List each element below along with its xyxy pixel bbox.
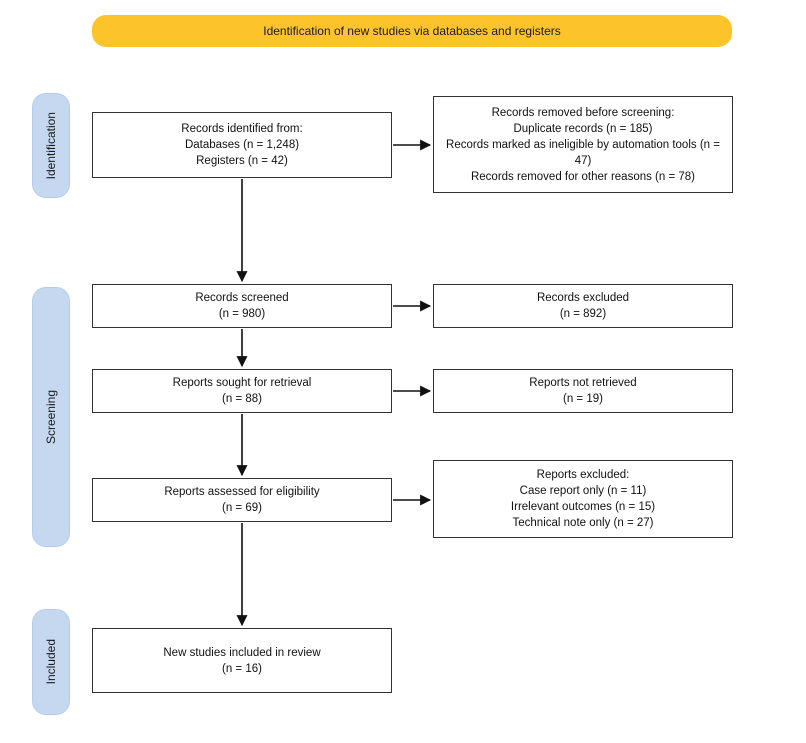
- box-records-excluded: Records excluded (n = 892): [433, 284, 733, 328]
- box-line: (n = 892): [559, 308, 607, 320]
- box-line: Reports not retrieved: [529, 377, 637, 389]
- box-line: Reports sought for retrieval: [172, 377, 312, 389]
- box-records-screened: Records screened (n = 980): [92, 284, 392, 328]
- box-line: Duplicate records (n = 185): [513, 122, 653, 135]
- box-line: Records removed before screening:: [491, 106, 675, 119]
- stage-ribbon-identification: Identification: [32, 93, 70, 198]
- box-line: Records removed for other reasons (n = 7…: [470, 170, 696, 183]
- title-banner: Identification of new studies via databa…: [92, 15, 732, 47]
- box-line: Records excluded: [536, 292, 630, 304]
- box-line: (n = 16): [222, 662, 262, 675]
- box-reports-assessed: Reports assessed for eligibility (n = 69…: [92, 478, 392, 522]
- box-line: Records marked as ineligible by automati…: [446, 138, 720, 167]
- box-line: (n = 19): [563, 393, 603, 405]
- box-line: Registers (n = 42): [196, 155, 288, 167]
- box-line: Records identified from:: [181, 123, 303, 135]
- box-line: Reports assessed for eligibility: [164, 486, 320, 498]
- stage-ribbon-included: Included: [32, 609, 70, 715]
- box-line: Reports excluded:: [536, 469, 630, 481]
- box-line: (n = 88): [222, 393, 262, 405]
- box-line: Records screened: [195, 292, 289, 304]
- box-reports-excluded: Reports excluded: Case report only (n = …: [433, 460, 733, 538]
- box-reports-sought: Reports sought for retrieval (n = 88): [92, 369, 392, 413]
- stage-ribbon-screening: Screening: [32, 287, 70, 547]
- box-line: Case report only (n = 11): [519, 485, 647, 497]
- box-line: Databases (n = 1,248): [184, 139, 300, 151]
- box-new-studies-included: New studies included in review (n = 16): [92, 628, 392, 693]
- box-records-identified: Records identified from: Databases (n = …: [92, 112, 392, 178]
- box-line: Irrelevant outcomes (n = 15): [510, 501, 656, 513]
- title-banner-label: Identification of new studies via databa…: [263, 24, 561, 38]
- box-line: Technical note only (n = 27): [512, 517, 654, 529]
- stage-label-screening: Screening: [44, 389, 58, 445]
- box-line: New studies included in review: [163, 646, 321, 659]
- stage-label-identification: Identification: [44, 111, 58, 180]
- box-reports-not-retrieved: Reports not retrieved (n = 19): [433, 369, 733, 413]
- box-records-removed: Records removed before screening: Duplic…: [433, 96, 733, 193]
- stage-label-included: Included: [44, 639, 58, 685]
- box-line: (n = 980): [218, 308, 266, 320]
- box-line: (n = 69): [222, 502, 262, 514]
